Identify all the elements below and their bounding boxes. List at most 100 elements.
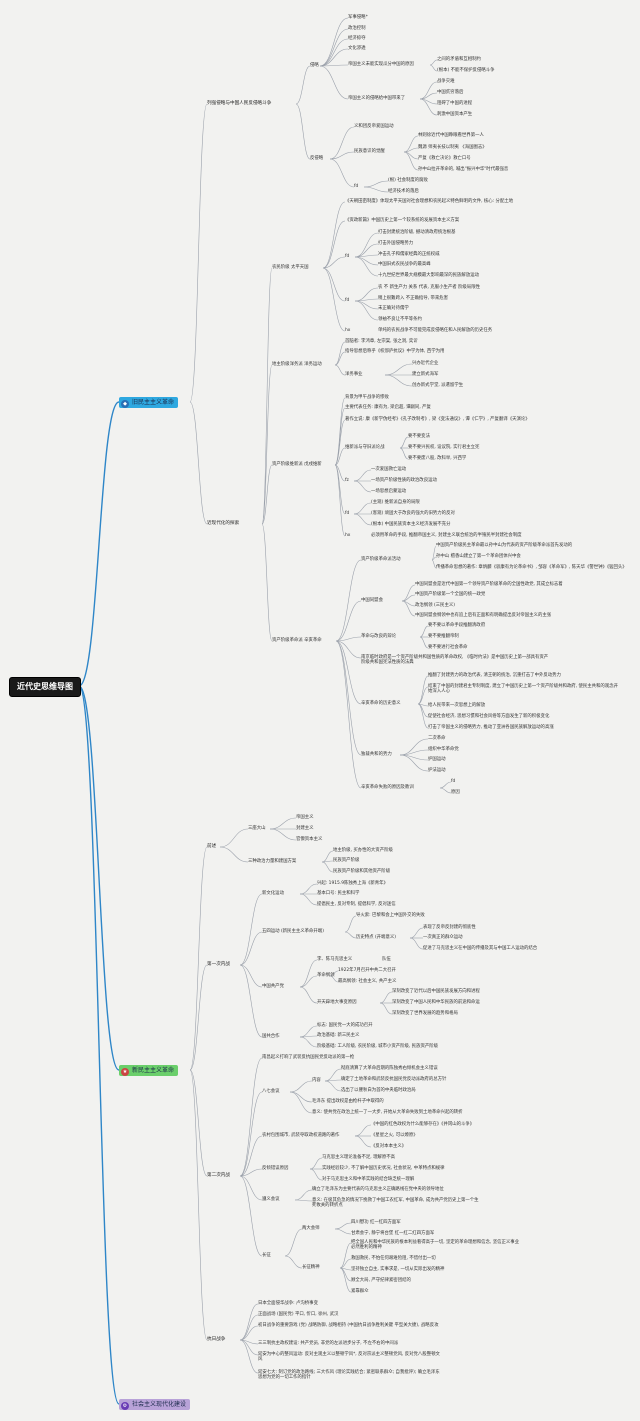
mindmap-node[interactable]: (根本) 不能不保护反侵略斗争 [437,68,495,73]
mindmap-node[interactable]: 长征 [262,1253,271,1258]
mindmap-node[interactable]: 封建主义 [296,826,314,831]
branch-socialist-modernization[interactable]: ⚙社会主义现代化建设 [119,1399,191,1410]
mindmap-node[interactable]: 刺激中国资本产生 [437,112,473,117]
mindmap-node[interactable]: (客观) 顽固大于改良的强大的旧势力的反对 [371,511,455,516]
mindmap-node[interactable]: 《反对本本主义》 [371,1144,407,1149]
mindmap-node[interactable]: 要不要以革命手段推翻清政府 [428,623,486,628]
mindmap-node[interactable]: 毛泽东 提出政权是由枪杆子中取得的 [312,1099,384,1104]
mindmap-node[interactable]: 兴办近代企业 [412,361,439,366]
mindmap-node[interactable]: 促使社会经济, 思想习惯和社会风俗等方面发生了新的积极变化 [428,714,550,719]
mindmap-node[interactable]: 确定了土地革命和武装反抗国民党反动派政府的总方针 [341,1077,447,1082]
mindmap-node[interactable]: 南京临时政府是一个资产阶级共和国性质的革命政权, 《临时约法》是中国历史上第一部… [361,655,549,666]
mindmap-node[interactable]: 要不要废八股, 改科举, 兴西学 [408,456,467,461]
mindmap-node[interactable]: 五四运动 (新民主主义革命开端) [262,929,324,934]
mindmap-node[interactable]: 孙中山 檀香山建立了第一个革命团体兴中会 [436,554,521,559]
mindmap-node[interactable]: 最高纲领: 社会主义, 共产主义 [338,979,397,984]
mindmap-node[interactable]: 护国运动 [428,757,446,762]
mindmap-node[interactable]: 顾全大局, 严守纪律紧密团结的 [351,1278,411,1283]
mindmap-node[interactable]: 深刻改变了中国人民和中华民族的前途和命运 [392,1000,480,1005]
mindmap-node[interactable]: 革命与改良的辩论 [361,634,397,639]
mindmap-node[interactable]: 首脑者: 李鸿章, 左宗棠, 张之洞, 奕䜣 [345,339,418,344]
mindmap-node[interactable]: 深刻改变了世界发展的趋势和格局 [392,1011,458,1016]
mindmap-node[interactable]: 《星星之火, 可以燎原》 [371,1133,418,1138]
section-topic[interactable]: 列强侵略与中国人民反侵略斗争 [207,101,272,106]
mindmap-node[interactable]: 1922年7月召开中共二大召开 [338,968,396,973]
mindmap-node[interactable]: 独裁共和的势力 [361,752,392,757]
section-topic[interactable]: 前述 [207,844,217,849]
mindmap-node[interactable]: 十九世纪世界最大规模最大影响最深的民族解放运动 [378,273,479,278]
mindmap-node[interactable]: (根) 社会制度的腐败 [388,178,428,183]
mindmap-node[interactable]: 中国资产阶级民主革命最以孙中山为代表的资产阶级革命派首先发动的 [436,543,573,548]
mindmap-node[interactable]: 一次爱国救亡运动 [371,467,407,472]
mindmap-node[interactable]: 中国旧式农民战争的最高峰 [378,262,431,267]
mindmap-node[interactable]: hx [345,328,351,333]
root-topic[interactable]: 近代史思维导图 [9,677,81,697]
mindmap-node[interactable]: 三座大山 [248,826,266,831]
mindmap-node[interactable]: 救国救民, 不怕任何艰难险阻, 不惜付出一切 [351,1256,436,1261]
mindmap-node[interactable]: 必须用革命的手段, 推翻帝国主义, 封建主义联合统治的半殖民半封建社会制度 [371,533,522,538]
mindmap-node[interactable]: 严复《救亡决论》救亡口号 [418,156,471,161]
mindmap-node[interactable]: 表现了反帝反封建的彻底性 [423,925,476,930]
mindmap-node[interactable]: 结束了中国的封建君主专制制度, 建立了中国历史上第一个资产阶级共和政府, 使民主… [428,684,618,695]
mindmap-node[interactable]: 遵义会议 [262,1197,280,1202]
mindmap-node[interactable]: 经济技术的落后 [388,189,419,194]
mindmap-node[interactable]: 要不要变法 [408,434,430,439]
mindmap-node[interactable]: 政治控制 [348,26,366,31]
mindmap-node[interactable]: 一次真正的群众运动 [423,935,463,940]
mindmap-node[interactable]: 民族资产阶级和其他资产阶级 [333,869,391,874]
mindmap-node[interactable]: 民族意识的觉醒 [354,149,385,154]
mindmap-node[interactable]: 深刻改变了近代以后中国民族发展方向和进程 [392,989,480,994]
mindmap-node[interactable]: 资产阶级维新派 戊戌维新 [272,462,322,467]
mindmap-node[interactable]: 单纯的农民战争不可能完成反侵略任和人民解放的历史任务 [378,328,493,333]
mindmap-node[interactable]: 四川懋功 红一红四方面军 [351,1220,401,1225]
mindmap-node[interactable]: 中国同盟会纲领中也有追上后有正面和有明确提出反对帝国主义的主张 [415,613,552,618]
mindmap-node[interactable]: 传播革命思想的著作: 章炳麟《驳康有为论革命书》, 邹容《革命军》, 陈天华《警… [436,565,627,570]
mindmap-node[interactable]: 提倡民主, 反对专制, 提倡科学, 反对迷信 [317,902,396,907]
branch-old-democratic-revolution[interactable]: ◆旧民主主义革命 [119,397,179,408]
mindmap-node[interactable]: 一场资产阶级性质的政治改良运动 [371,478,437,483]
mindmap-node[interactable]: 著作立说: 康《新学伪经考》《孔子改制考》, 梁《变法通议》, 谭《仁学》, 严… [345,417,530,422]
section-topic[interactable]: 抗日战争 [207,1337,226,1342]
mindmap-node[interactable]: 意义: 使共党在政治上统一了一大步, 开始从大革命失败到土地革命兴起的转折 [312,1110,463,1115]
mindmap-node[interactable]: 马克思主义理论准备不足, 理解原不高 [322,1155,396,1160]
mindmap-node[interactable]: 意义: 在极其危急的情况下挽救了中国工农红军, 中国革命, 成为共产党历史上第一… [312,1198,479,1209]
mindmap-node[interactable]: 推翻了封建势力的政治代表, 清王朝的统治, 沉重打击了中外反动势力 [428,673,561,678]
mindmap-node[interactable]: 南昌起义打响了武装反抗国民党反动派的第一枪 [262,1055,355,1060]
mindmap-node[interactable]: fd [354,184,359,189]
mindmap-node[interactable]: 《中国的红色政权为什么能够存在》《井冈山的斗争》 [371,1122,475,1127]
mindmap-node[interactable]: 彻底清算了大革命后期的陈独秀右倾机会主义错误 [341,1066,438,1071]
mindmap-node[interactable]: 义和团反帝爱国运动 [354,124,394,129]
mindmap-node[interactable]: fd [451,779,456,784]
mindmap-node[interactable]: 内容 [312,1078,321,1083]
mindmap-node[interactable]: 阶级基础: 工人阶级, 农民阶级, 城市小资产阶级, 民族资产阶级 [317,1044,439,1049]
mindmap-node[interactable]: 中国资产阶级第一个全国的统一政党 [415,592,486,597]
mindmap-node[interactable]: 阻碍了中国的进程 [437,101,473,106]
mindmap-node[interactable]: 背景为甲午战争的惨败 [345,395,389,400]
mindmap-node[interactable]: 资产阶级革命派活动 [361,557,401,562]
mindmap-node[interactable]: 日本全面侵华战争: 卢沟桥事变 [258,1301,318,1306]
mindmap-node[interactable]: fd [345,254,350,259]
branch-new-democratic-revolution[interactable]: ★新民主主义革命 [119,1065,179,1076]
mindmap-node[interactable]: 确立了毛泽东为主要代表的马克思主义正确路线在党中央的领导地位 [312,1187,444,1192]
mindmap-node[interactable]: 正面战场 (国民党) 平口, 忻口, 徐州, 武汉 [258,1312,339,1317]
mindmap-node[interactable]: 革命纲领 [317,973,335,978]
mindmap-node[interactable]: 延安为中心的整风运动: 反对主观主义以整顿学风*, 反对宗派主义整顿党风, 反对… [258,1352,440,1363]
mindmap-node[interactable]: 辛亥革命失败的原因及教训 [361,785,414,790]
mindmap-node[interactable]: 甘肃会宁, 静宁将台堡 红一红二红四方面军 [351,1231,435,1236]
mindmap-node[interactable]: 未正确对待儒学 [378,306,409,311]
mindmap-node[interactable]: 军事侵略* [348,15,368,20]
mindmap-node[interactable]: 战争灾难 [437,79,455,84]
mindmap-node[interactable]: 帝国主义 [296,815,314,820]
mindmap-node[interactable]: 国共合作 [262,1034,280,1039]
mindmap-node[interactable]: 政治纲领 (三民主义) [415,603,455,608]
mindmap-node[interactable]: 兴起: 1915.9陈独秀上海《新青年》 [317,881,388,886]
mindmap-node[interactable]: 八七会议 [262,1089,280,1094]
mindmap-node[interactable]: 初日战争的重要游戏 (党) 战略防御, 战略相持 (中国抗日战争胜利关键 平型关… [258,1323,439,1328]
mindmap-node[interactable]: 基本口号: 民主和科学 [317,891,360,896]
mindmap-node[interactable]: (根本) 中国民族资本主义经济发展不充分 [371,522,451,527]
mindmap-node[interactable]: 文化渗透 [348,46,366,51]
mindmap-node[interactable]: (主观) 维新派自身的局限 [371,500,420,505]
section-topic[interactable]: 第二次内战 [207,1173,230,1178]
mindmap-node[interactable]: hx [345,533,351,538]
mindmap-node[interactable]: 帝国主义的侵略给中国带来了 [348,96,406,101]
